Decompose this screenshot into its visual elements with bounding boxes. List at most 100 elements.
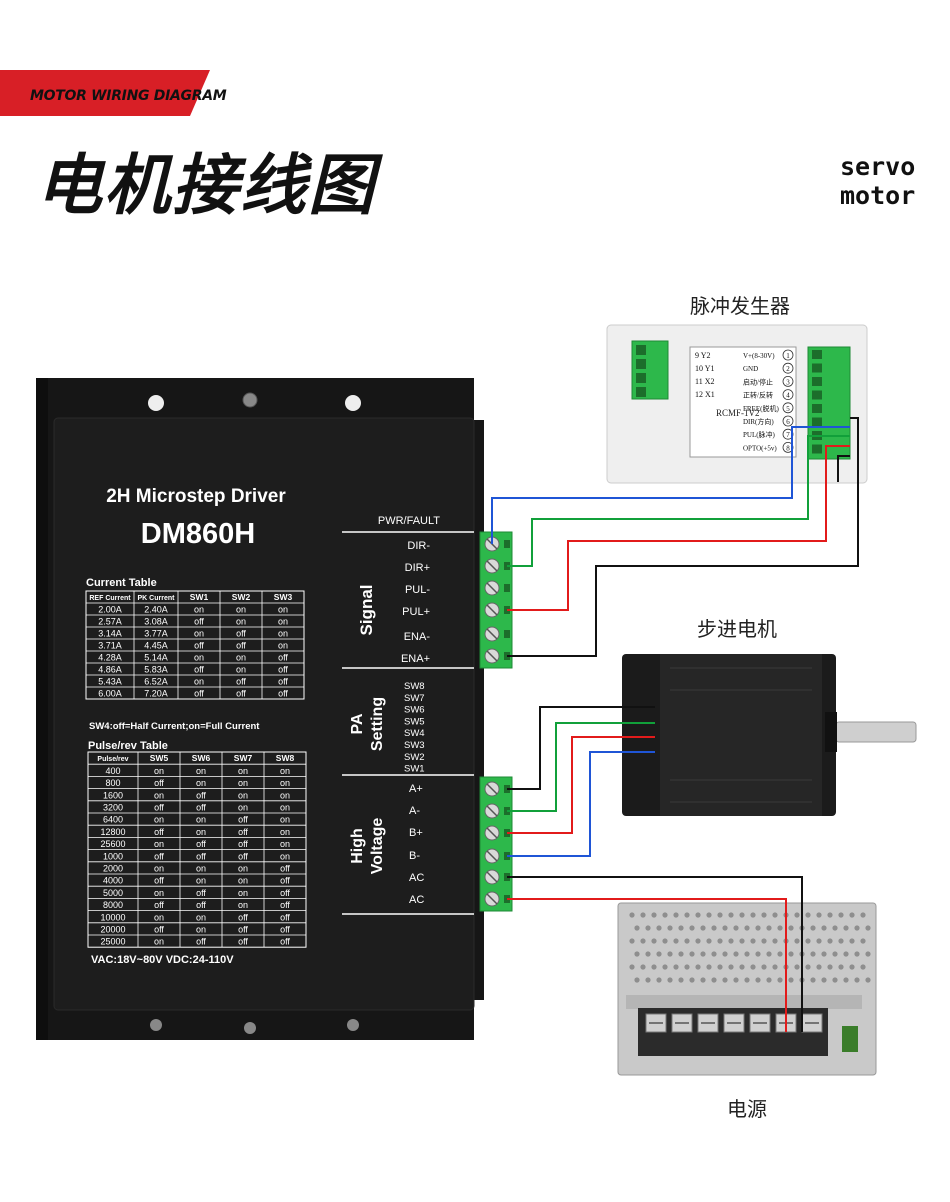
table-cell: on bbox=[280, 790, 290, 800]
table-cell: on bbox=[236, 653, 246, 663]
stepper-motor-label: 步进电机 bbox=[697, 617, 777, 641]
switch-label: SW5 bbox=[404, 716, 425, 727]
terminal-wire-entry bbox=[504, 630, 510, 638]
table-header-cell: SW7 bbox=[234, 753, 253, 763]
table-cell: 1000 bbox=[103, 851, 123, 861]
table-cell: 6.00A bbox=[98, 689, 122, 699]
psu-vent-hole bbox=[645, 951, 651, 957]
psu-vent-hole bbox=[854, 951, 860, 957]
pg-right-pin-label: DIR(方向) bbox=[743, 417, 774, 426]
table-cell: off bbox=[280, 888, 290, 898]
table-cell: on bbox=[154, 839, 164, 849]
switch-label: SW1 bbox=[404, 764, 425, 775]
table-cell: on bbox=[196, 912, 206, 922]
table-header-cell: SW6 bbox=[192, 753, 211, 763]
table-cell: off bbox=[238, 839, 248, 849]
table-cell: 4.28A bbox=[98, 653, 122, 663]
psu-vent-hole bbox=[667, 925, 673, 931]
table-cell: on bbox=[278, 617, 288, 627]
pg-right-pin-label: V+(8-30V) bbox=[743, 352, 775, 360]
psu-vent-hole bbox=[678, 951, 684, 957]
mount-hole-br bbox=[347, 1019, 359, 1031]
pg-left-slot-4 bbox=[636, 387, 646, 397]
table-cell: on bbox=[154, 815, 164, 825]
psu-vent-hole bbox=[689, 925, 695, 931]
table-cell: 1600 bbox=[103, 790, 123, 800]
psu-vent-hole bbox=[733, 925, 739, 931]
psu-vent-hole bbox=[772, 964, 778, 970]
psu-vent-hole bbox=[684, 938, 690, 944]
wire-ac1-black bbox=[507, 876, 803, 1032]
pg-pin-number-ring bbox=[782, 349, 794, 361]
servo-motor-caption: servo motor bbox=[840, 152, 915, 210]
table-cell: off bbox=[196, 851, 206, 861]
signal-terminal-labels: DIR-DIR+PUL-PUL+ENA-ENA+ bbox=[401, 540, 430, 665]
psu-vent-hole bbox=[761, 964, 767, 970]
pg-right-slot bbox=[812, 404, 822, 413]
psu-vent-hole bbox=[678, 925, 684, 931]
psu-vent-hole bbox=[816, 938, 822, 944]
psu-vent-hole bbox=[711, 977, 717, 983]
psu-vent-hole bbox=[794, 938, 800, 944]
table-cell: on bbox=[196, 778, 206, 788]
wire-pg-common bbox=[837, 455, 850, 482]
table-cell: on bbox=[280, 766, 290, 776]
psu-vent-hole bbox=[849, 964, 855, 970]
psu-vent-hole bbox=[788, 977, 794, 983]
psu-vent-hole bbox=[838, 938, 844, 944]
table-cell: on bbox=[194, 605, 204, 615]
terminal-screw-slot bbox=[486, 604, 498, 616]
pg-right-slot bbox=[812, 377, 822, 386]
psu-vent-hole bbox=[640, 964, 646, 970]
signal-terminal-label: PUL+ bbox=[402, 606, 430, 618]
table-cell: 400 bbox=[105, 766, 120, 776]
motor-shaft bbox=[835, 721, 917, 743]
pg-label-panel bbox=[689, 346, 797, 458]
psu-vent-hole bbox=[695, 964, 701, 970]
table-cell: off bbox=[236, 629, 246, 639]
power-supply bbox=[617, 902, 877, 1076]
pg-right-pin-label: FREE(脱机) bbox=[743, 404, 779, 413]
psu-vent-hole bbox=[656, 951, 662, 957]
psu-vent-hole bbox=[843, 925, 849, 931]
table-cell: off bbox=[196, 790, 206, 800]
pg-right-pin-label: GND bbox=[743, 365, 758, 373]
table-header-cell: PK Current bbox=[138, 595, 176, 602]
terminal-screw-slot bbox=[486, 850, 498, 862]
pg-pin-number-ring bbox=[782, 389, 794, 401]
table-frame bbox=[85, 590, 305, 700]
table-cell: 5.43A bbox=[98, 677, 122, 687]
table-cell: 4.45A bbox=[144, 641, 168, 651]
psu-vent-hole bbox=[711, 925, 717, 931]
psu-vent-hole bbox=[744, 925, 750, 931]
psu-vent-hole bbox=[865, 925, 871, 931]
psu-vent-hole bbox=[821, 977, 827, 983]
psu-vent-hole bbox=[865, 951, 871, 957]
switch-label: SW4 bbox=[404, 728, 425, 739]
table-cell: on bbox=[236, 605, 246, 615]
terminal-screw-slot bbox=[486, 871, 498, 883]
psu-vent-hole bbox=[810, 977, 816, 983]
table-header-cell: SW3 bbox=[274, 592, 293, 602]
table-cell: on bbox=[278, 629, 288, 639]
psu-vent-hole bbox=[706, 964, 712, 970]
psu-vent-hole bbox=[695, 938, 701, 944]
terminal-screw-slot bbox=[486, 827, 498, 839]
table-cell: on bbox=[196, 925, 206, 935]
table-cell: 800 bbox=[105, 778, 120, 788]
psu-vent-hole bbox=[805, 938, 811, 944]
psu-vent-hole bbox=[645, 925, 651, 931]
table-cell: on bbox=[238, 864, 248, 874]
psu-vent-hole bbox=[794, 912, 800, 918]
driver-side-edge bbox=[36, 378, 48, 1040]
table-header-cell: SW2 bbox=[232, 592, 251, 602]
table-cell: off bbox=[238, 925, 248, 935]
screw-bottom bbox=[244, 1022, 256, 1034]
psu-vent-hole bbox=[695, 912, 701, 918]
wire-b-plus-red bbox=[507, 736, 655, 834]
psu-vent-hole bbox=[827, 964, 833, 970]
table-cell: off bbox=[278, 665, 288, 675]
hv-terminal-label: B- bbox=[409, 850, 420, 862]
pg-left-pin-label: 10 Y1 bbox=[695, 364, 714, 373]
table-cell: 20000 bbox=[100, 925, 125, 935]
